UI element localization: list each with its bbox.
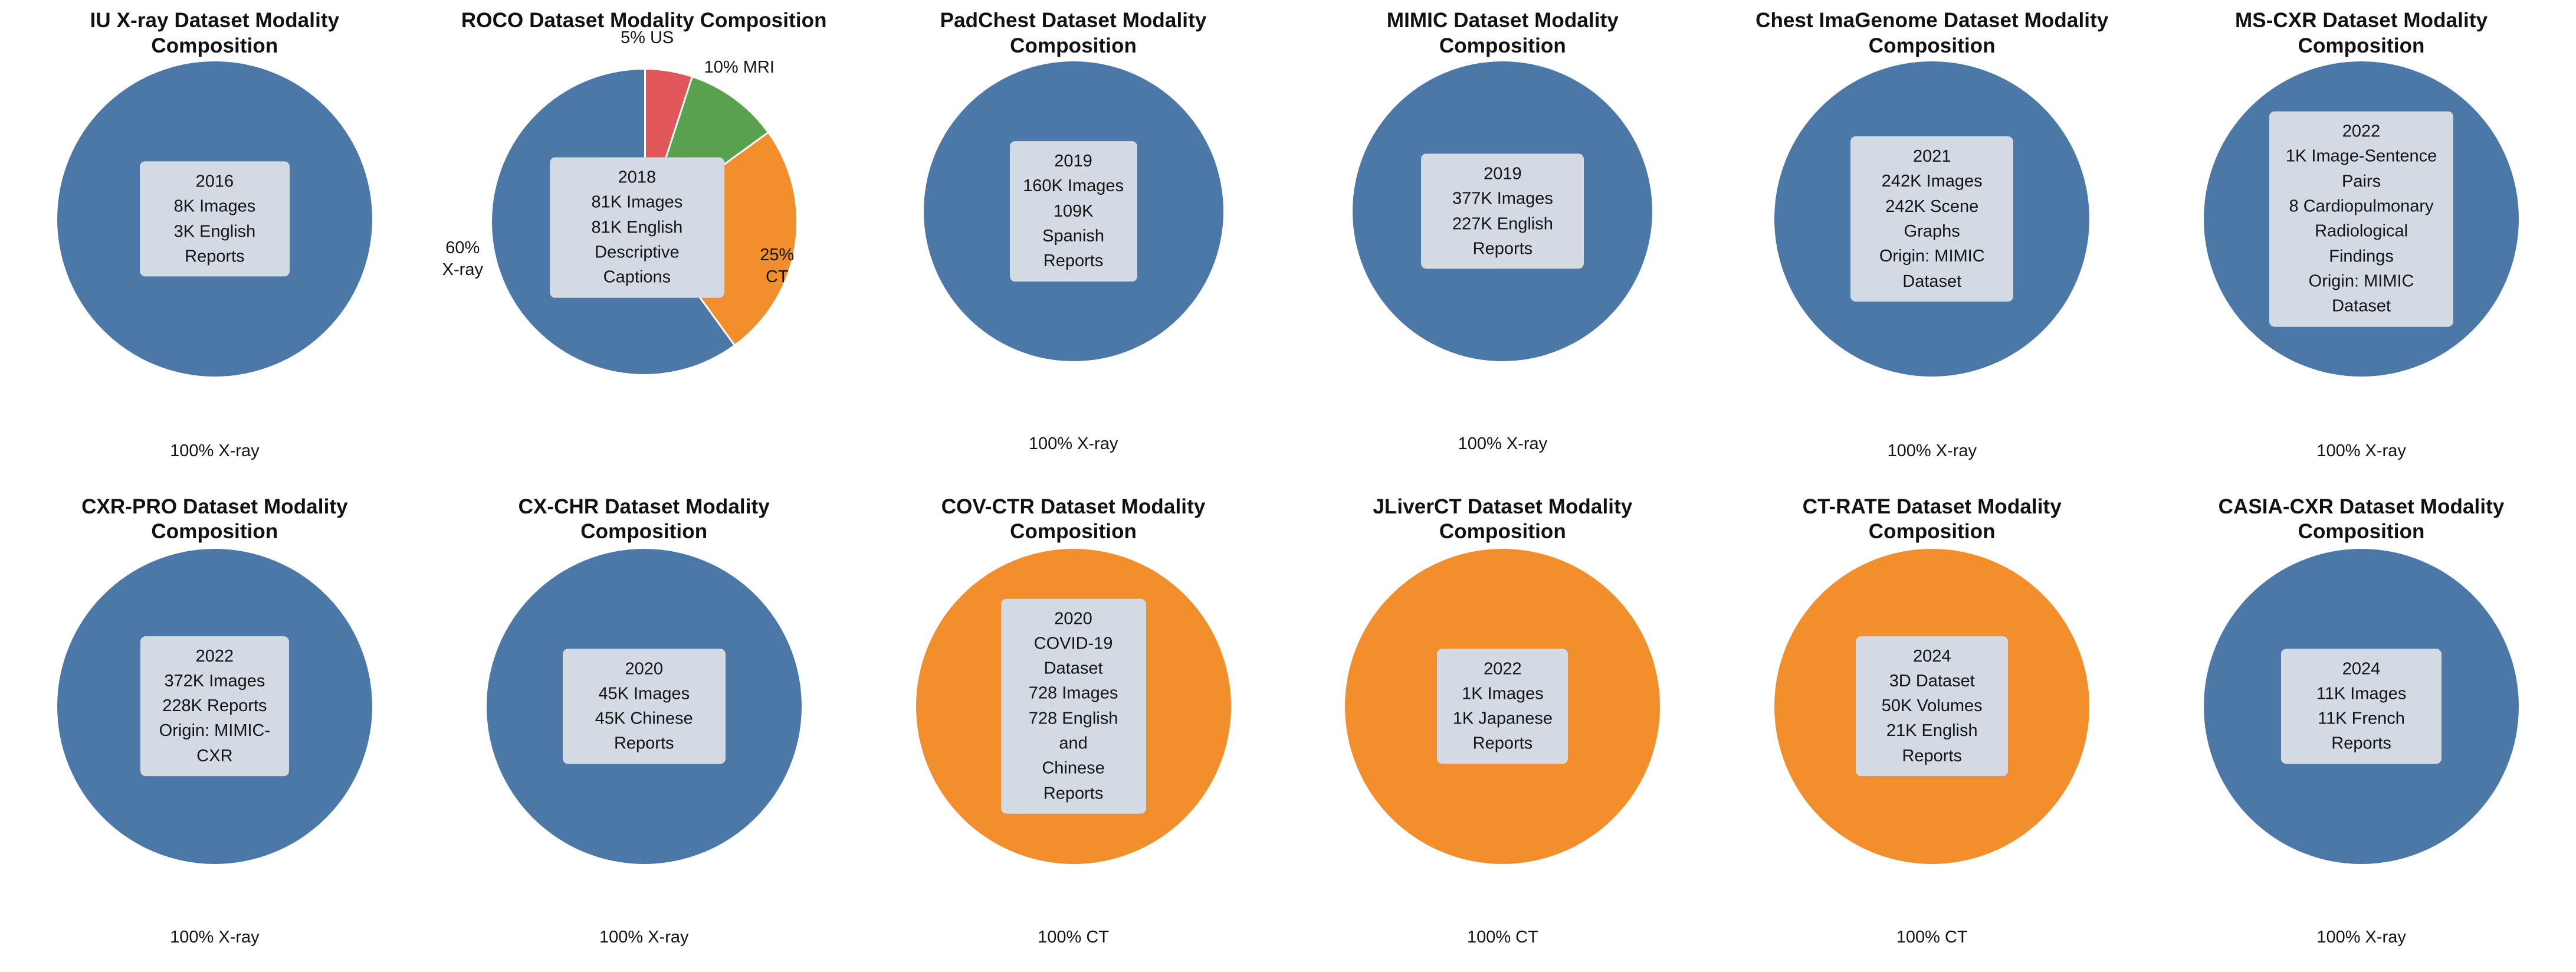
pie-slice-xray: 2022 372K Images 228K Reports Origin: MI… (57, 548, 372, 864)
slice-divider (644, 70, 646, 222)
pie-slice-xray: 2019 160K Images 109K Spanish Reports (923, 61, 1223, 361)
slice-label-xray: 100% X-ray (1028, 434, 1118, 453)
slice-label-xray: 60% X-ray (442, 238, 483, 280)
slice-label-xray: 100% X-ray (170, 927, 260, 947)
pie-area: 2022 1K Image-Sentence Pairs 8 Cardiopul… (2147, 61, 2576, 439)
pie-slice-xray: 2021 242K Images 242K Scene Graphs Origi… (1774, 61, 2090, 377)
slice-label-us: 5% US (621, 28, 674, 47)
dataset-annotation: 2022 1K Image-Sentence Pairs 8 Cardiopul… (2269, 111, 2454, 327)
chart-panel-cx-chr: CX-CHR Dataset Modality Composition 2020… (429, 486, 859, 972)
pie-area: 2018 81K Images 81K English Descriptive … (429, 28, 859, 447)
chart-title: MS-CXR Dataset Modality Composition (2234, 9, 2488, 57)
pie-slice-xray: 2020 45K Images 45K Chinese Reports (486, 548, 802, 864)
chart-panel-ms-cxr: MS-CXR Dataset Modality Composition 2022… (2147, 0, 2576, 486)
chart-title: CXR-PRO Dataset Modality Composition (81, 495, 348, 544)
chart-title: COV-CTR Dataset Modality Composition (941, 495, 1206, 544)
chart-title: CASIA-CXR Dataset Modality Composition (2218, 495, 2505, 544)
slice-label-xray: 100% X-ray (599, 927, 689, 947)
chart-title: CX-CHR Dataset Modality Composition (518, 495, 770, 544)
chart-panel-jliverct: JLiverCT Dataset Modality Composition 20… (1288, 486, 1717, 972)
dataset-annotation: 2024 11K Images 11K French Reports (2281, 648, 2442, 764)
dataset-annotation: 2022 1K Images 1K Japanese Reports (1437, 648, 1568, 764)
dataset-annotation: 2022 372K Images 228K Reports Origin: MI… (140, 636, 289, 777)
slice-label-xray: 100% X-ray (2316, 927, 2406, 947)
dataset-annotation: 2018 81K Images 81K English Descriptive … (549, 157, 724, 298)
dataset-annotation: 2016 8K Images 3K English Reports (139, 161, 290, 277)
dataset-annotation: 2019 160K Images 109K Spanish Reports (1009, 141, 1137, 282)
chart-panel-casia-cxr: CASIA-CXR Dataset Modality Composition 2… (2147, 486, 2576, 972)
pie-area: 2020 45K Images 45K Chinese Reports (429, 548, 859, 927)
dataset-annotation: 2020 45K Images 45K Chinese Reports (562, 648, 726, 764)
pie-area: 2021 242K Images 242K Scene Graphs Origi… (1717, 61, 2147, 439)
pie-area: 2020 COVID-19 Dataset 728 Images 728 Eng… (859, 548, 1288, 927)
slice-label-ct: 100% CT (1466, 927, 1538, 947)
pie-slice-ct: 2022 1K Images 1K Japanese Reports (1345, 548, 1661, 864)
chart-title: ROCO Dataset Modality Composition (461, 9, 827, 32)
pie-slice-ct: 2020 COVID-19 Dataset 728 Images 728 Eng… (915, 548, 1231, 864)
chart-panel-cov-ctr: COV-CTR Dataset Modality Composition 202… (859, 486, 1288, 972)
pie-area: 2022 372K Images 228K Reports Origin: MI… (0, 548, 429, 927)
pie-slice-xray: 2022 1K Image-Sentence Pairs 8 Cardiopul… (2204, 61, 2519, 377)
pie-slice-xray: 2019 377K Images 227K English Reports (1353, 61, 1653, 361)
slice-label-xray: 100% X-ray (2316, 441, 2406, 460)
dataset-annotation: 2024 3D Dataset 50K Volumes 21K English … (1856, 636, 2009, 777)
dataset-annotation: 2019 377K Images 227K English Reports (1421, 153, 1584, 269)
pie-multi-slice: 2018 81K Images 81K English Descriptive … (491, 70, 796, 374)
chart-title: JLiverCT Dataset Modality Composition (1373, 495, 1633, 544)
chart-title: Chest ImaGenome Dataset Modality Composi… (1755, 9, 2109, 57)
chart-panel-cxr-pro: CXR-PRO Dataset Modality Composition 202… (0, 486, 429, 972)
slice-label-xray: 100% X-ray (170, 441, 260, 460)
pie-slice-xray: 2024 11K Images 11K French Reports (2204, 548, 2519, 864)
slice-label-ct: 100% CT (1038, 927, 1110, 947)
pie-area: 2019 160K Images 109K Spanish Reports (859, 61, 1288, 439)
chart-title: CT-RATE Dataset Modality Composition (1802, 495, 2062, 544)
slice-label-ct: 25% CT (760, 246, 795, 287)
slice-label-mri: 10% MRI (704, 58, 775, 77)
slice-label-xray: 100% X-ray (1887, 441, 1977, 460)
pie-slice-xray: 2016 8K Images 3K English Reports (57, 61, 372, 377)
dataset-annotation: 2020 COVID-19 Dataset 728 Images 728 Eng… (1000, 598, 1146, 814)
chart-panel-mimic: MIMIC Dataset Modality Composition 2019 … (1288, 0, 1717, 486)
chart-title: PadChest Dataset Modality Composition (940, 9, 1207, 57)
chart-panel-chest-imagenome: Chest ImaGenome Dataset Modality Composi… (1717, 0, 2147, 486)
pie-area: 2024 11K Images 11K French Reports (2147, 548, 2576, 927)
dataset-annotation: 2021 242K Images 242K Scene Graphs Origi… (1850, 136, 2014, 302)
pie-slice-ct: 2024 3D Dataset 50K Volumes 21K English … (1774, 548, 2090, 864)
pie-area: 2019 377K Images 227K English Reports (1288, 61, 1717, 439)
chart-title: MIMIC Dataset Modality Composition (1386, 9, 1619, 57)
slice-label-xray: 100% X-ray (1458, 434, 1548, 453)
chart-panel-padchest: PadChest Dataset Modality Composition 20… (859, 0, 1288, 486)
pie-area: 2024 3D Dataset 50K Volumes 21K English … (1717, 548, 2147, 927)
chart-panel-roco: ROCO Dataset Modality Composition 2018 8… (429, 0, 859, 486)
pie-area: 2016 8K Images 3K English Reports (0, 61, 429, 439)
slice-label-ct: 100% CT (1896, 927, 1968, 947)
pie-area: 2022 1K Images 1K Japanese Reports (1288, 548, 1717, 927)
chart-panel-ct-rate: CT-RATE Dataset Modality Composition 202… (1717, 486, 2147, 972)
chart-panel-iu-xray: IU X-ray Dataset Modality Composition 20… (0, 0, 429, 486)
chart-title: IU X-ray Dataset Modality Composition (90, 9, 340, 57)
